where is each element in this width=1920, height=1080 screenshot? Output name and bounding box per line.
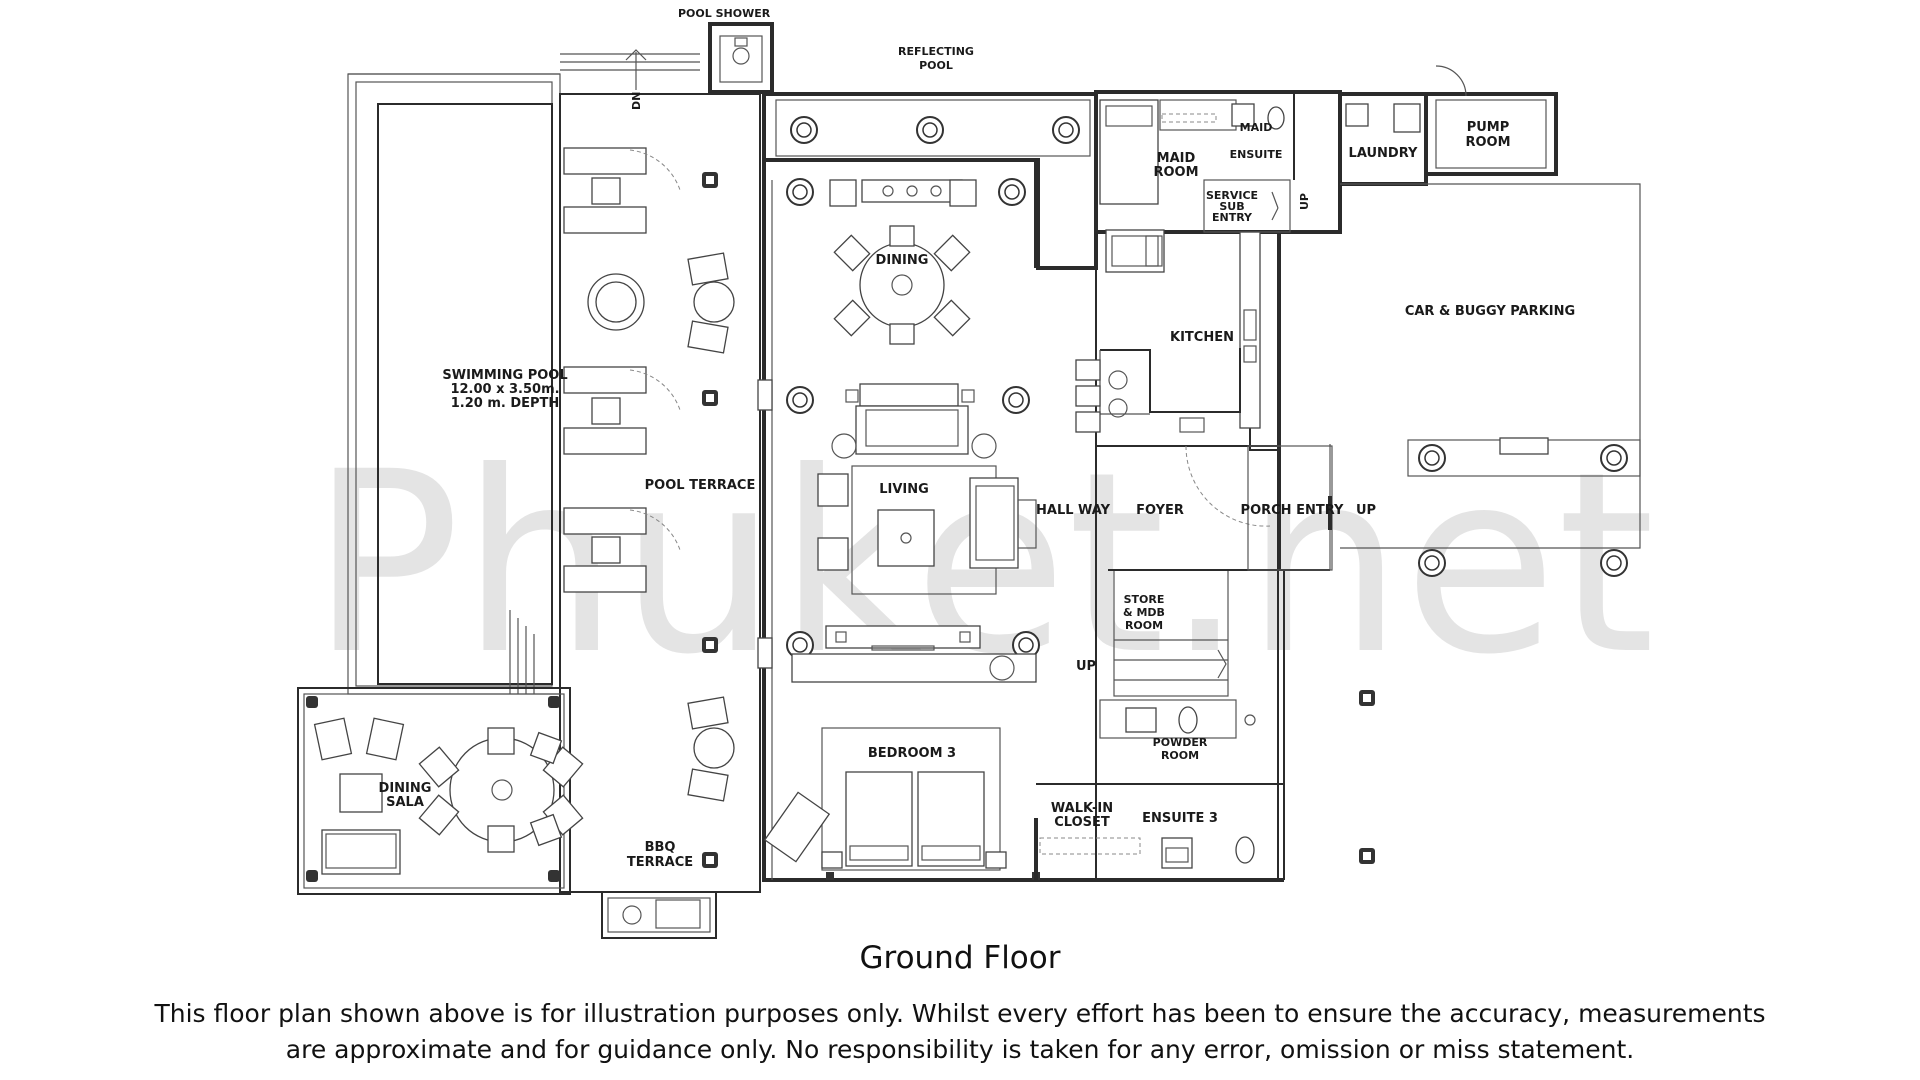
foyer-label: FOYER [1136, 503, 1184, 518]
reflecting-pool: REFLECTING POOL [775, 45, 1091, 157]
walk-in-closet: WALK-IN CLOSET [1034, 783, 1284, 880]
car-parking: CAR & BUGGY PARKING [1340, 183, 1641, 864]
reflecting-pool-label-2: POOL [919, 59, 953, 72]
pool-terrace: DN POOL TERRACE BBQ TERRACE [559, 49, 761, 939]
maid-room-label-1: MAID [1157, 151, 1196, 166]
porch-entry-label: PORCH ENTRY [1241, 503, 1344, 518]
dn-marker: DN [630, 92, 643, 110]
car-parking-label: CAR & BUGGY PARKING [1405, 304, 1575, 319]
maid-room-label-2: ROOM [1153, 165, 1198, 180]
store-room-label-2: & MDB [1123, 606, 1165, 619]
pump-room-label-2: ROOM [1465, 135, 1510, 150]
dining-sala: DINING SALA [297, 687, 584, 895]
kitchen: KITCHEN [1075, 229, 1261, 433]
dining-sala-label-2: SALA [386, 795, 424, 810]
pool-shower-label: POOL SHOWER [678, 7, 771, 20]
swimming-pool-label-3: 1.20 m. DEPTH [451, 396, 560, 411]
maid-room: MAID ROOM [1099, 99, 1199, 205]
ensuite-3-label: ENSUITE 3 [1142, 811, 1218, 826]
bedroom-3-label: BEDROOM 3 [868, 746, 956, 761]
store-and-stair: STORE & MDB ROOM UP [1076, 569, 1229, 697]
hall-way-label: HALL WAY [1036, 503, 1111, 518]
plan-title: Ground Floor [859, 940, 1061, 976]
reflecting-pool-label-1: REFLECTING [898, 45, 974, 58]
maid-ensuite-label-2: ENSUITE [1230, 148, 1283, 161]
service-entry-label-2: SUB [1219, 200, 1244, 213]
walk-in-closet-label-1: WALK-IN [1051, 801, 1113, 816]
laundry-label: LAUNDRY [1349, 146, 1418, 161]
service-entry-label-3: ENTRY [1212, 211, 1253, 224]
store-room-label-1: STORE [1124, 593, 1165, 606]
pool-shower: POOL SHOWER [678, 7, 774, 94]
ensuite-3: ENSUITE 3 [1142, 811, 1255, 869]
maid-ensuite-label-1: MAID [1240, 121, 1273, 134]
powder-room: POWDER ROOM [1099, 699, 1256, 762]
service-sub-entry: SERVICE SUB ENTRY UP [1203, 179, 1311, 233]
kitchen-label: KITCHEN [1170, 330, 1234, 345]
porch-entry: PORCH ENTRY UP [1241, 445, 1376, 571]
bbq-terrace-label-1: BBQ [645, 840, 676, 855]
bbq-terrace-label-2: TERRACE [627, 855, 693, 870]
up-service-marker: UP [1298, 193, 1311, 210]
up-stair-marker: UP [1076, 659, 1096, 674]
pump-room: PUMP ROOM [1424, 65, 1558, 176]
walk-in-closet-label-2: CLOSET [1054, 815, 1110, 830]
pump-room-label-1: PUMP [1467, 120, 1510, 135]
living-label: LIVING [879, 482, 929, 497]
maid-ensuite: MAID ENSUITE [1159, 94, 1295, 180]
dining-room: DINING [786, 178, 1026, 345]
up-porch-marker: UP [1356, 503, 1376, 518]
powder-room-label-1: POWDER [1153, 736, 1208, 749]
dining-sala-label-1: DINING [379, 781, 432, 796]
dining-label: DINING [876, 253, 929, 268]
laundry: LAUNDRY [1338, 92, 1428, 186]
store-room-label-3: ROOM [1125, 619, 1163, 632]
pool-terrace-label: POOL TERRACE [645, 478, 756, 493]
swimming-pool-label-1: SWIMMING POOL [442, 368, 567, 383]
disclaimer-text: This floor plan shown above is for illus… [154, 999, 1766, 1064]
bedroom-3: BEDROOM 3 [763, 727, 1040, 880]
living-room: LIVING HALL WAY [757, 180, 1111, 880]
powder-room-label-2: ROOM [1161, 749, 1199, 762]
service-entry-label-1: SERVICE [1206, 189, 1258, 202]
swimming-pool-label-2: 12.00 x 3.50m. [450, 382, 559, 397]
